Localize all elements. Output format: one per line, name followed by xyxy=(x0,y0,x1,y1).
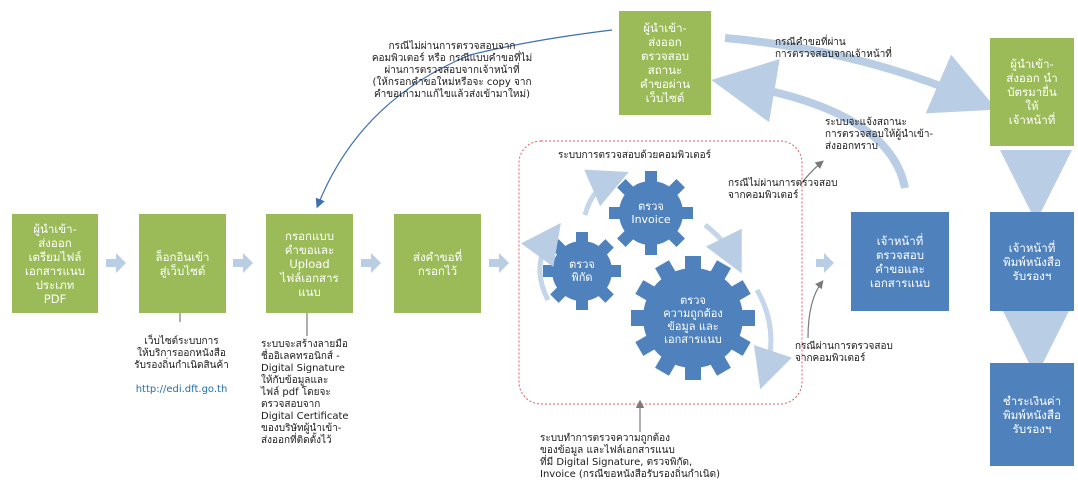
step-bring-card: ผู้นำเข้า- ส่งออก นำ บัตรมายื่น ให้ เจ้า… xyxy=(990,38,1074,146)
computer-fail-note: กรณีไม่ผ่านการตรวจสอบ จากคอมพิวเตอร์ xyxy=(728,178,838,201)
website-url-link[interactable]: http://edi.dft.go.th xyxy=(135,384,228,395)
system-title: ระบบการตรวจสอบด้วยคอมพิวเตอร์ xyxy=(558,150,712,161)
cycle-arrow-right xyxy=(703,223,742,274)
flow-arrows xyxy=(106,253,834,273)
step-prepare-pdf: ผู้นำเข้า- ส่งออก เตรียมไฟล์ เอกสารแนบ ป… xyxy=(12,214,98,313)
computer-pass-note: กรณีผ่านการตรวจสอบ จากคอมพิวเตอร์ xyxy=(795,341,893,364)
notify-status-note: ระบบจะแจ้งสถานะ การตรวจสอบให้ผู้นำเข้า- … xyxy=(825,117,934,152)
step-fill-upload: กรอกแบบ คำขอและ Upload ไฟล์เอกสาร แนบ xyxy=(266,214,353,313)
signature-note: ระบบจะสร้างลายมือ ชื่ออิเลคทรอนิกส์ - Di… xyxy=(261,339,349,446)
verify-note: ระบบทำการตรวจความถูกต้อง ของข้อมูล และไฟ… xyxy=(540,433,720,480)
gear-origin-label: ตรวจ พิกัด xyxy=(569,258,595,284)
cycle-arrow-bottom xyxy=(753,288,792,390)
gear-icons xyxy=(543,171,755,380)
cycle-arrow-top xyxy=(582,169,629,216)
arrow-officer-to-status xyxy=(711,59,909,189)
step-login: ล็อกอินเข้า สู่เว็บไซต์ xyxy=(139,214,226,313)
pointer-computer-pass xyxy=(807,280,824,339)
website-note: เว็บไซต์ระบบการ ให้บริการออกหนังสือ รับร… xyxy=(114,324,249,396)
step-pay: ชำระเงินค่า พิมพ์หนังสือ รับรองฯ xyxy=(990,363,1074,466)
gear-accuracy-label: ตรวจ ความถูกต้อง ข้อมูล และ เอกสารแนบ xyxy=(663,294,723,346)
gear-invoice-label: ตรวจ Invoice xyxy=(631,200,671,226)
fail-resubmit-note: กรณีไม่ผ่านการตรวจสอบจาก คอมพิวเตอร์ หรื… xyxy=(371,41,533,100)
cycle-arrow-left xyxy=(521,222,561,302)
arrow-status-to-bring xyxy=(724,34,998,114)
step-officer-print: เจ้าหน้าที่ พิมพ์หนังสือ รับรองฯ xyxy=(990,212,1074,311)
system-border xyxy=(518,140,803,405)
step-check-status: ผู้นำเข้า- ส่งออก ตรวจสอบ สถานะ คำขอผ่าน… xyxy=(619,11,711,115)
step-officer-check: เจ้าหน้าที่ ตรวจสอบ คำขอและ เอกสารแนบ xyxy=(851,212,949,311)
officer-pass-note: กรณีคำขอที่ผ่าน การตรวจสอบจากเจ้าหน้าที่ xyxy=(775,37,892,60)
website-note-text: เว็บไซต์ระบบการ ให้บริการออกหนังสือ รับร… xyxy=(134,336,229,371)
gear-accuracy-icon xyxy=(631,256,755,380)
arrow-resubmit xyxy=(315,29,613,209)
step-submit: ส่งคำขอที่ กรอกไว้ xyxy=(394,214,481,313)
